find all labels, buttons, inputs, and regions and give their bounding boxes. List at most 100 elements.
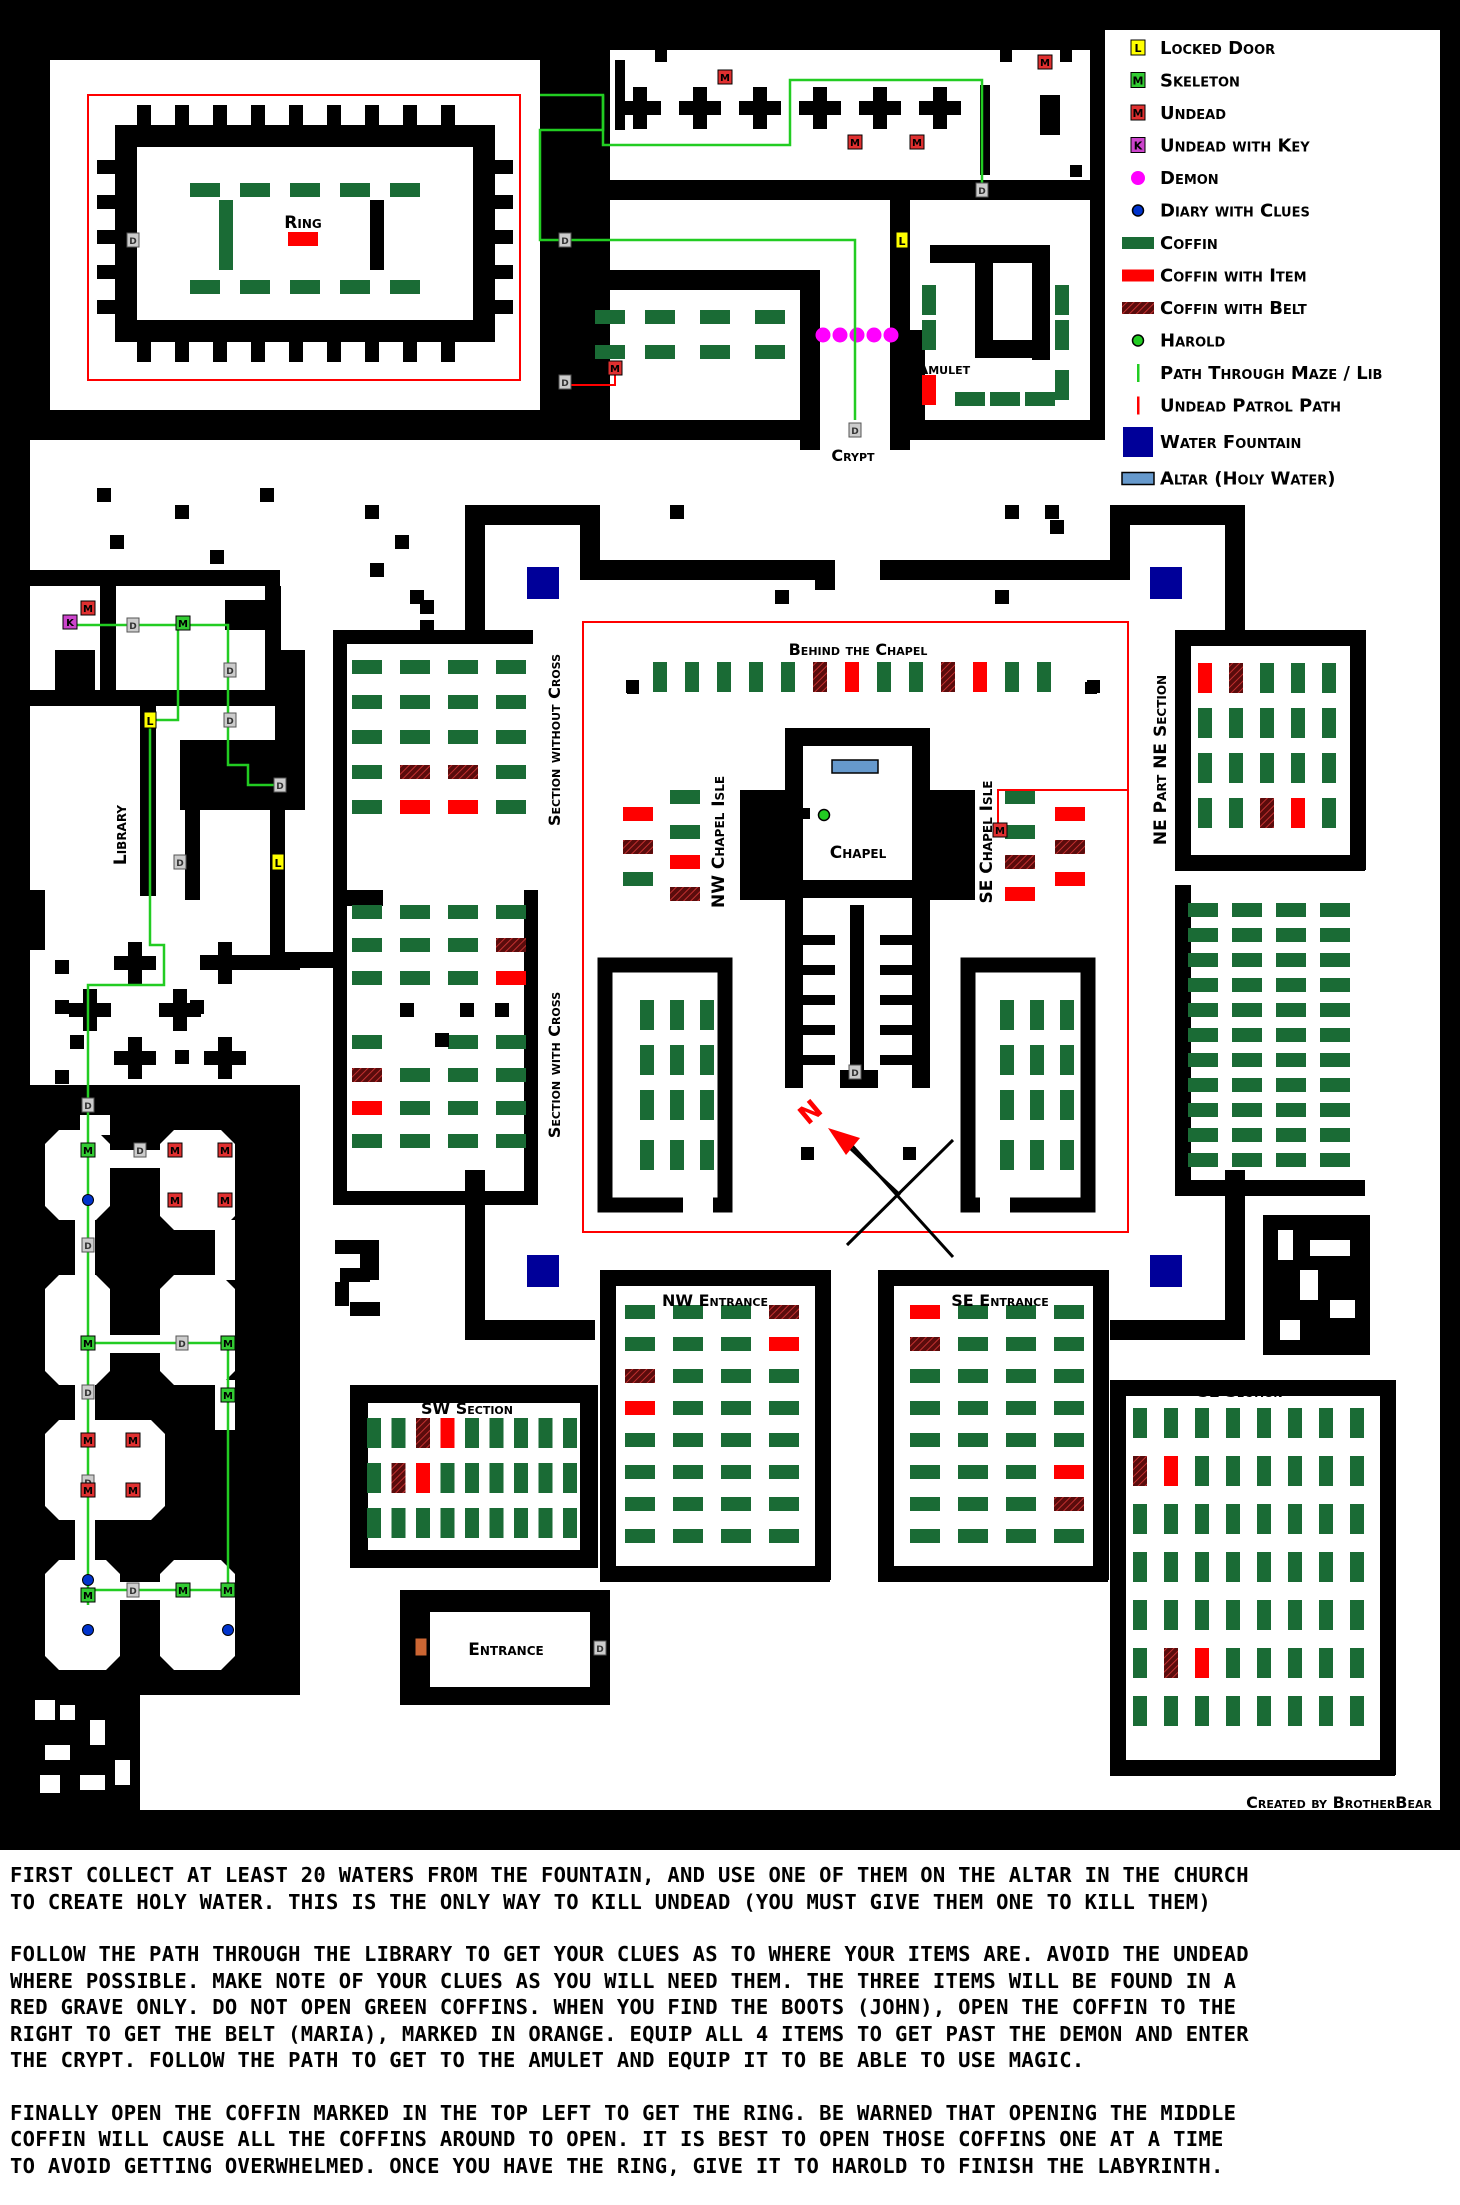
locked-door[interactable] bbox=[895, 231, 909, 249]
door[interactable] bbox=[558, 232, 572, 248]
water-fountain[interactable] bbox=[1150, 567, 1182, 599]
undead[interactable] bbox=[909, 134, 925, 150]
coffin-with-item[interactable] bbox=[769, 1337, 799, 1351]
door[interactable] bbox=[223, 662, 237, 678]
diary-with-clues[interactable] bbox=[222, 1624, 234, 1636]
skeleton[interactable] bbox=[175, 1582, 191, 1598]
door[interactable] bbox=[558, 374, 572, 390]
coffin-with-item[interactable] bbox=[1291, 798, 1305, 828]
coffin-with-belt[interactable] bbox=[1229, 663, 1243, 693]
door[interactable] bbox=[975, 182, 989, 198]
door[interactable] bbox=[81, 1097, 95, 1113]
coffin-with-item[interactable] bbox=[1198, 663, 1212, 693]
diary-with-clues[interactable] bbox=[82, 1194, 94, 1206]
skeleton[interactable] bbox=[220, 1582, 236, 1598]
coffin-with-item[interactable] bbox=[845, 662, 859, 692]
door[interactable] bbox=[848, 1064, 862, 1080]
door[interactable] bbox=[126, 232, 140, 248]
coffin-with-belt[interactable] bbox=[769, 1305, 799, 1319]
water-fountain[interactable] bbox=[1150, 1255, 1182, 1287]
ring-coffin[interactable] bbox=[288, 232, 318, 246]
undead[interactable] bbox=[217, 1192, 233, 1208]
coffin-with-item[interactable] bbox=[1054, 1465, 1084, 1479]
altar-holy-water[interactable] bbox=[831, 759, 879, 774]
coffin-with-item[interactable] bbox=[1055, 807, 1085, 821]
coffin-with-item[interactable] bbox=[1195, 1648, 1209, 1678]
skeleton[interactable] bbox=[220, 1335, 236, 1351]
coffin-with-item[interactable] bbox=[910, 1305, 940, 1319]
door[interactable] bbox=[593, 1640, 607, 1656]
door[interactable] bbox=[81, 1384, 95, 1400]
exit-gate[interactable] bbox=[414, 1637, 428, 1657]
undead[interactable] bbox=[847, 134, 863, 150]
coffin-with-belt[interactable] bbox=[1055, 840, 1085, 854]
door[interactable] bbox=[848, 422, 862, 438]
demon[interactable] bbox=[883, 327, 899, 343]
coffin-with-belt[interactable] bbox=[623, 840, 653, 854]
door[interactable] bbox=[273, 777, 287, 793]
door[interactable] bbox=[126, 617, 140, 633]
coffin-with-belt[interactable] bbox=[910, 1337, 940, 1351]
undead[interactable] bbox=[167, 1142, 183, 1158]
coffin-with-belt[interactable] bbox=[391, 1463, 406, 1493]
demon[interactable] bbox=[849, 327, 865, 343]
coffin-with-item[interactable] bbox=[448, 800, 478, 814]
coffin-with-belt[interactable] bbox=[496, 938, 526, 952]
coffin-with-belt[interactable] bbox=[416, 1418, 430, 1448]
water-fountain[interactable] bbox=[527, 567, 559, 599]
coffin-with-item[interactable] bbox=[1005, 887, 1035, 901]
demon[interactable] bbox=[832, 327, 848, 343]
coffin-with-item[interactable] bbox=[1164, 1456, 1178, 1486]
demon[interactable] bbox=[815, 327, 831, 343]
coffin-with-belt[interactable] bbox=[813, 662, 827, 692]
diary-with-clues[interactable] bbox=[82, 1624, 94, 1636]
door[interactable] bbox=[81, 1237, 95, 1253]
coffin-with-belt[interactable] bbox=[1260, 798, 1274, 828]
water-fountain[interactable] bbox=[527, 1255, 559, 1287]
coffin-with-belt[interactable] bbox=[1133, 1456, 1147, 1486]
coffin-with-belt[interactable] bbox=[670, 887, 700, 901]
coffin-with-belt[interactable] bbox=[1164, 1648, 1178, 1678]
undead[interactable] bbox=[607, 360, 623, 376]
door[interactable] bbox=[126, 1582, 140, 1598]
undead[interactable] bbox=[167, 1192, 183, 1208]
undead[interactable] bbox=[125, 1482, 141, 1498]
skeleton[interactable] bbox=[175, 615, 191, 631]
door[interactable] bbox=[175, 1335, 189, 1351]
coffin-with-belt[interactable] bbox=[1005, 855, 1035, 869]
door[interactable] bbox=[133, 1142, 147, 1158]
coffin-with-item[interactable] bbox=[496, 971, 526, 985]
locked-door[interactable] bbox=[271, 853, 285, 871]
coffin-with-belt[interactable] bbox=[625, 1369, 655, 1383]
door[interactable] bbox=[173, 854, 187, 870]
locked-door[interactable] bbox=[143, 711, 157, 729]
skeleton[interactable] bbox=[80, 1587, 96, 1603]
undead[interactable] bbox=[80, 1432, 96, 1448]
coffin-with-belt[interactable] bbox=[941, 662, 955, 692]
undead[interactable] bbox=[1037, 54, 1053, 70]
skeleton[interactable] bbox=[80, 1142, 96, 1158]
coffin-with-belt[interactable] bbox=[448, 765, 478, 779]
undead[interactable] bbox=[125, 1432, 141, 1448]
coffin-with-item[interactable] bbox=[400, 800, 430, 814]
coffin-with-item[interactable] bbox=[670, 855, 700, 869]
undead-with-key[interactable] bbox=[62, 614, 78, 630]
harold-npc[interactable] bbox=[817, 808, 831, 822]
coffin-with-belt[interactable] bbox=[1054, 1497, 1084, 1511]
undead[interactable] bbox=[217, 1142, 233, 1158]
undead[interactable] bbox=[80, 1482, 96, 1498]
coffin-with-item[interactable] bbox=[440, 1418, 455, 1448]
undead[interactable] bbox=[992, 822, 1008, 838]
coffin-with-item[interactable] bbox=[623, 807, 653, 821]
coffin-with-item[interactable] bbox=[352, 1101, 382, 1115]
coffin-with-item[interactable] bbox=[973, 662, 987, 692]
skeleton[interactable] bbox=[220, 1387, 236, 1403]
undead[interactable] bbox=[717, 69, 733, 85]
coffin-with-belt[interactable] bbox=[352, 1068, 382, 1082]
coffin-with-belt[interactable] bbox=[400, 765, 430, 779]
skeleton[interactable] bbox=[80, 1335, 96, 1351]
door[interactable] bbox=[223, 712, 237, 728]
diary-with-clues[interactable] bbox=[82, 1574, 94, 1586]
coffin-with-item[interactable] bbox=[1055, 872, 1085, 886]
demon[interactable] bbox=[866, 327, 882, 343]
